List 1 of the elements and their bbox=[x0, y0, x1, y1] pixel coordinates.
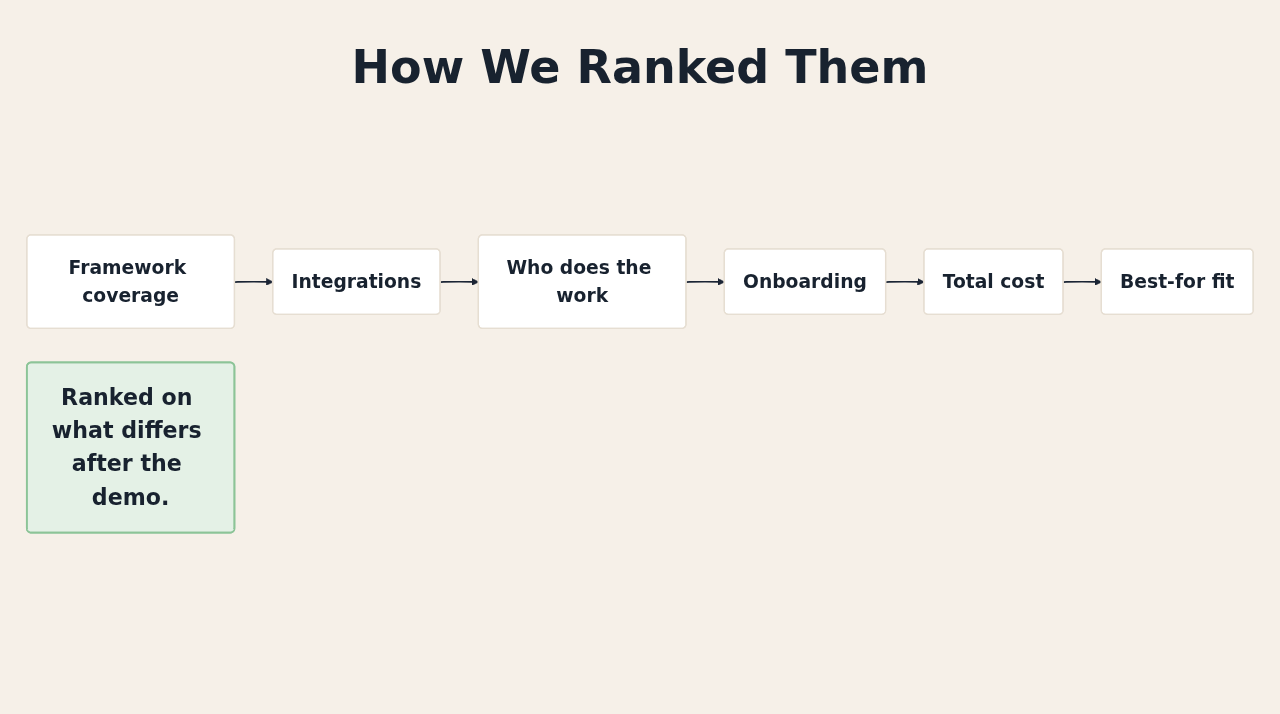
diagram-title: How We Ranked Them bbox=[350, 39, 930, 96]
